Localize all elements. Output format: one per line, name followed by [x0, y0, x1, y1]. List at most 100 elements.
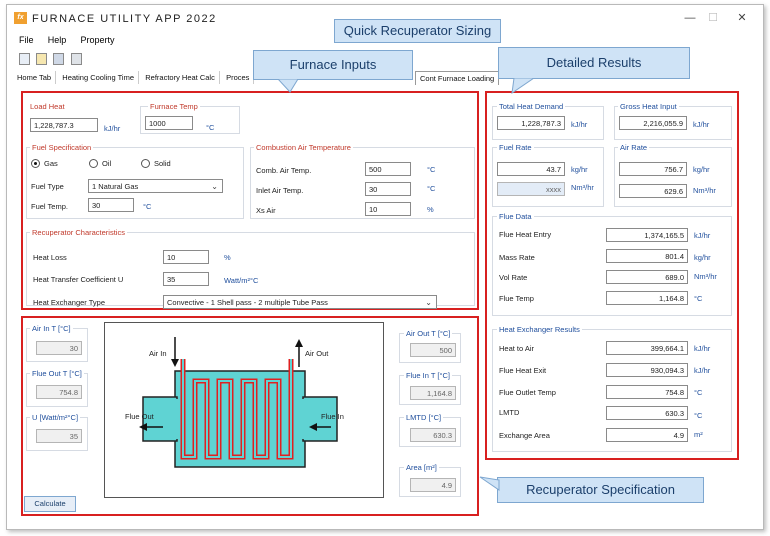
- recuperator-characteristics-title: Recuperator Characteristics: [30, 228, 127, 237]
- quick-recuperator-callout: Quick Recuperator Sizing: [334, 19, 501, 43]
- fuel-rate-nm-unit: Nm³/hr: [571, 183, 594, 192]
- toolbar: [19, 53, 86, 67]
- lmtd-unit: °C: [694, 411, 703, 420]
- tab-process[interactable]: Proces: [222, 71, 255, 84]
- comb-air-temp-unit: °C: [427, 165, 436, 174]
- fuel-spec-group: [26, 147, 244, 219]
- lmtd-output: 630.3: [606, 406, 688, 420]
- shell-right-join: [301, 399, 305, 439]
- diagram-air-out-label: Air Out: [305, 349, 329, 358]
- flue-out-arrowhead: [139, 423, 147, 431]
- total-heat-label: Total Heat Demand: [497, 102, 566, 111]
- calculate-button[interactable]: Calculate: [24, 496, 76, 512]
- exchange-area-output: 4.9: [606, 428, 688, 442]
- lmtd-spec-output: 630.3: [410, 428, 456, 442]
- inlet-air-temp-input[interactable]: 30: [365, 182, 411, 196]
- flue-outlet-temp-label: Flue Outlet Temp: [499, 388, 556, 397]
- flue-data-title: Flue Data: [497, 212, 534, 221]
- air-rate-group: [614, 147, 732, 207]
- hx-type-select[interactable]: Convective - 1 Shell pass - 2 multiple T…: [163, 295, 437, 309]
- htc-label: Heat Transfer Coefficient U: [33, 275, 124, 284]
- new-file-icon[interactable]: [19, 53, 30, 65]
- comb-air-temp-input[interactable]: 500: [365, 162, 411, 176]
- flue-in-arrowhead: [309, 423, 317, 431]
- flue-heat-entry-output: 1,374,165.5: [606, 228, 688, 242]
- fuel-gas-radio[interactable]: [31, 159, 40, 168]
- heat-loss-label: Heat Loss: [33, 253, 67, 262]
- diagram-flue-in-label: Flue In: [321, 412, 344, 421]
- save-icon[interactable]: [53, 53, 65, 65]
- air-rate-kg-unit: kg/hr: [693, 165, 710, 174]
- tab-home[interactable]: Home Tab: [13, 71, 57, 84]
- fuel-solid-radio[interactable]: [141, 159, 150, 168]
- fuel-temp-unit: °C: [143, 202, 152, 211]
- gross-heat-output: 2,216,055.9: [619, 116, 687, 130]
- air-rate-nm-output: 629.6: [619, 184, 687, 198]
- close-button[interactable]: ✕: [737, 12, 747, 24]
- air-rate-kg-output: 756.7: [619, 162, 687, 176]
- app-logo-icon: fx: [14, 12, 27, 24]
- mass-rate-unit: kg/hr: [694, 253, 711, 262]
- recuperator-spec-callout: Recuperator Specification: [497, 477, 704, 503]
- tab-strip: Home Tab Heating Cooling Time Refractory…: [13, 71, 255, 85]
- heat-loss-input[interactable]: 10: [163, 250, 209, 264]
- flue-heat-exit-label: Flue Heat Exit: [499, 366, 547, 375]
- air-in-output: 30: [36, 341, 82, 355]
- flue-temp-unit: °C: [694, 294, 703, 303]
- total-heat-unit: kJ/hr: [571, 120, 588, 129]
- combustion-air-title: Combustion Air Temperature: [254, 143, 353, 152]
- menu-property[interactable]: Property: [80, 35, 115, 45]
- furnace-temp-unit: °C: [206, 123, 215, 132]
- htc-input[interactable]: 35: [163, 272, 209, 286]
- tab-refractory-heat-calc[interactable]: Refractory Heat Calc: [141, 71, 220, 84]
- flue-temp-label: Flue Temp: [499, 294, 534, 303]
- maximize-button[interactable]: ☐: [708, 12, 718, 24]
- flue-outlet-temp-unit: °C: [694, 388, 703, 397]
- flue-heat-entry-unit: kJ/hr: [694, 231, 711, 240]
- xs-air-unit: %: [427, 205, 434, 214]
- print-icon[interactable]: [70, 53, 82, 65]
- fuel-oil-radio[interactable]: [89, 159, 98, 168]
- tube-bundle-inner: [182, 359, 292, 458]
- area-output: 4.9: [410, 478, 456, 492]
- furnace-inputs-panel: [21, 91, 479, 310]
- diagram-air-in-label: Air In: [149, 349, 167, 358]
- hx-type-value: Convective - 1 Shell pass - 2 multiple T…: [167, 298, 328, 307]
- xs-air-label: Xs Air: [256, 206, 276, 215]
- open-folder-icon[interactable]: [36, 53, 48, 65]
- fuel-type-value: 1 Natural Gas: [92, 182, 139, 191]
- minimize-button[interactable]: —: [684, 12, 696, 24]
- heat-to-air-output: 399,664.1: [606, 341, 688, 355]
- tab-heating-cooling-time[interactable]: Heating Cooling Time: [58, 71, 139, 84]
- flue-out-output: 754.8: [36, 385, 82, 399]
- fuel-rate-kg-output: 43.7: [497, 162, 565, 176]
- gross-heat-label: Gross Heat Input: [618, 102, 679, 111]
- furnace-temp-input[interactable]: 1000: [145, 116, 193, 130]
- air-in-arrowhead: [171, 359, 179, 367]
- flue-heat-exit-unit: kJ/hr: [694, 366, 711, 375]
- flue-heat-exit-output: 930,094.3: [606, 363, 688, 377]
- fuel-type-select[interactable]: 1 Natural Gas⌄: [88, 179, 223, 193]
- u-value-output: 35: [36, 429, 82, 443]
- menu-help[interactable]: Help: [47, 35, 67, 45]
- shell-right-nozzle: [302, 396, 338, 442]
- tab-cont-furnace-loading[interactable]: Cont Furnace Loading: [415, 71, 500, 85]
- menu-file[interactable]: File: [19, 35, 34, 45]
- load-heat-label: Load Heat: [30, 102, 65, 111]
- flue-data-group: [492, 216, 732, 316]
- flue-heat-entry-label: Flue Heat Entry: [499, 230, 552, 239]
- fuel-temp-input[interactable]: 30: [88, 198, 134, 212]
- total-heat-output: 1,228,787.3: [497, 116, 565, 130]
- detailed-results-panel: [485, 91, 739, 460]
- xs-air-input[interactable]: 10: [365, 202, 411, 216]
- mass-rate-label: Mass Rate: [499, 253, 535, 262]
- app-title: FURNACE UTILITY APP 2022: [32, 13, 217, 25]
- air-out-arrowhead: [295, 339, 303, 347]
- vol-rate-output: 689.0: [606, 270, 688, 284]
- load-heat-input[interactable]: 1,228,787.3: [30, 118, 98, 132]
- menu-bar: File Help Property: [19, 35, 127, 49]
- air-rate-nm-unit: Nm³/hr: [693, 186, 716, 195]
- heat-to-air-label: Heat to Air: [499, 344, 535, 353]
- heat-exchanger-diagram: Air In Air Out Flue Out Flue In: [104, 322, 384, 498]
- heat-to-air-unit: kJ/hr: [694, 344, 711, 353]
